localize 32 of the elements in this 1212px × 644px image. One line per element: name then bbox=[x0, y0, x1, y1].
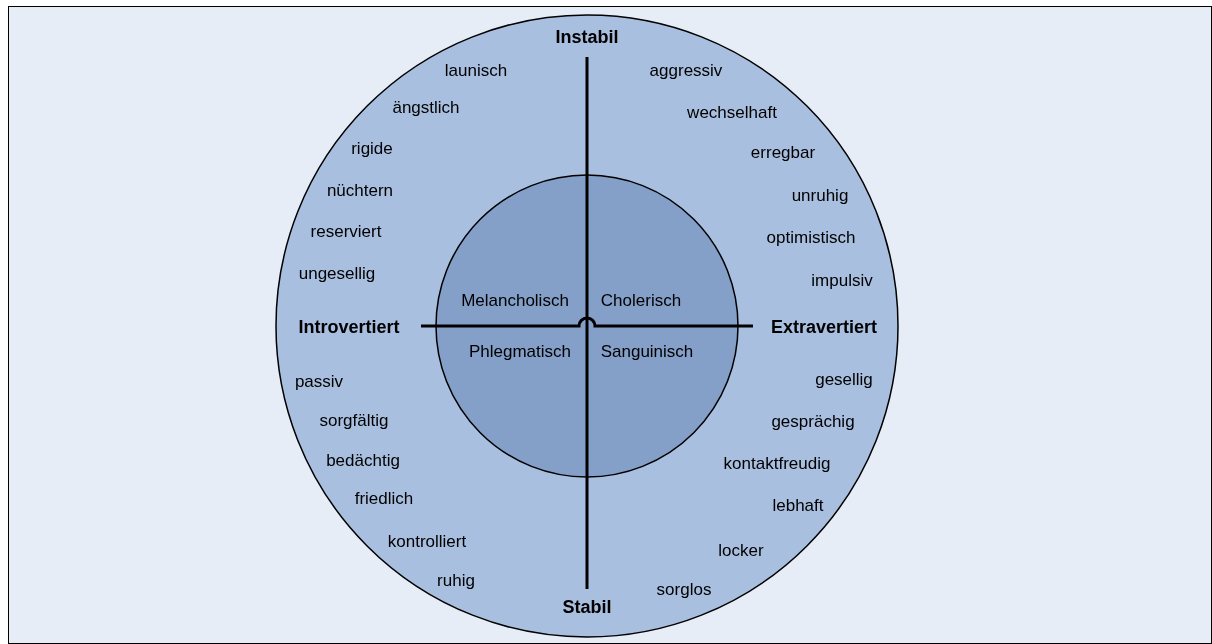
trait-label: gesprächig bbox=[771, 412, 855, 432]
temperament-label: Melancholisch bbox=[461, 291, 569, 311]
trait-label: ungesellig bbox=[298, 264, 376, 284]
axis-label: Stabil bbox=[562, 596, 612, 618]
trait-label: erregbar bbox=[750, 143, 816, 163]
trait-label: ängstlich bbox=[392, 98, 460, 118]
trait-label: sorglos bbox=[656, 580, 712, 600]
trait-label: gesellig bbox=[815, 370, 873, 390]
trait-label: kontaktfreudig bbox=[723, 454, 831, 474]
temperament-label: Sanguinisch bbox=[600, 342, 694, 362]
trait-label: reserviert bbox=[310, 222, 382, 242]
trait-label: ruhig bbox=[437, 571, 475, 591]
trait-label: bedächtig bbox=[326, 451, 400, 471]
trait-label: passiv bbox=[294, 372, 344, 392]
trait-label: nüchtern bbox=[326, 181, 394, 201]
trait-label: kontrolliert bbox=[387, 532, 467, 552]
trait-label: rigide bbox=[351, 139, 393, 159]
trait-label: impulsiv bbox=[811, 271, 873, 291]
axis-label: Introvertiert bbox=[298, 316, 400, 338]
trait-label: wechselhaft bbox=[687, 103, 777, 123]
trait-label: friedlich bbox=[354, 489, 414, 509]
temperament-label: Cholerisch bbox=[600, 291, 682, 311]
trait-label: launisch bbox=[444, 61, 508, 81]
temperament-label: Phlegmatisch bbox=[468, 342, 572, 362]
trait-label: locker bbox=[718, 541, 764, 561]
axis-label: Extravertiert bbox=[770, 316, 878, 338]
trait-label: optimistisch bbox=[766, 228, 856, 248]
trait-label: unruhig bbox=[791, 186, 849, 206]
trait-label: sorgfältig bbox=[319, 411, 389, 431]
trait-label: aggressiv bbox=[649, 61, 723, 81]
axis-label: Instabil bbox=[555, 26, 619, 48]
trait-label: lebhaft bbox=[772, 496, 824, 516]
